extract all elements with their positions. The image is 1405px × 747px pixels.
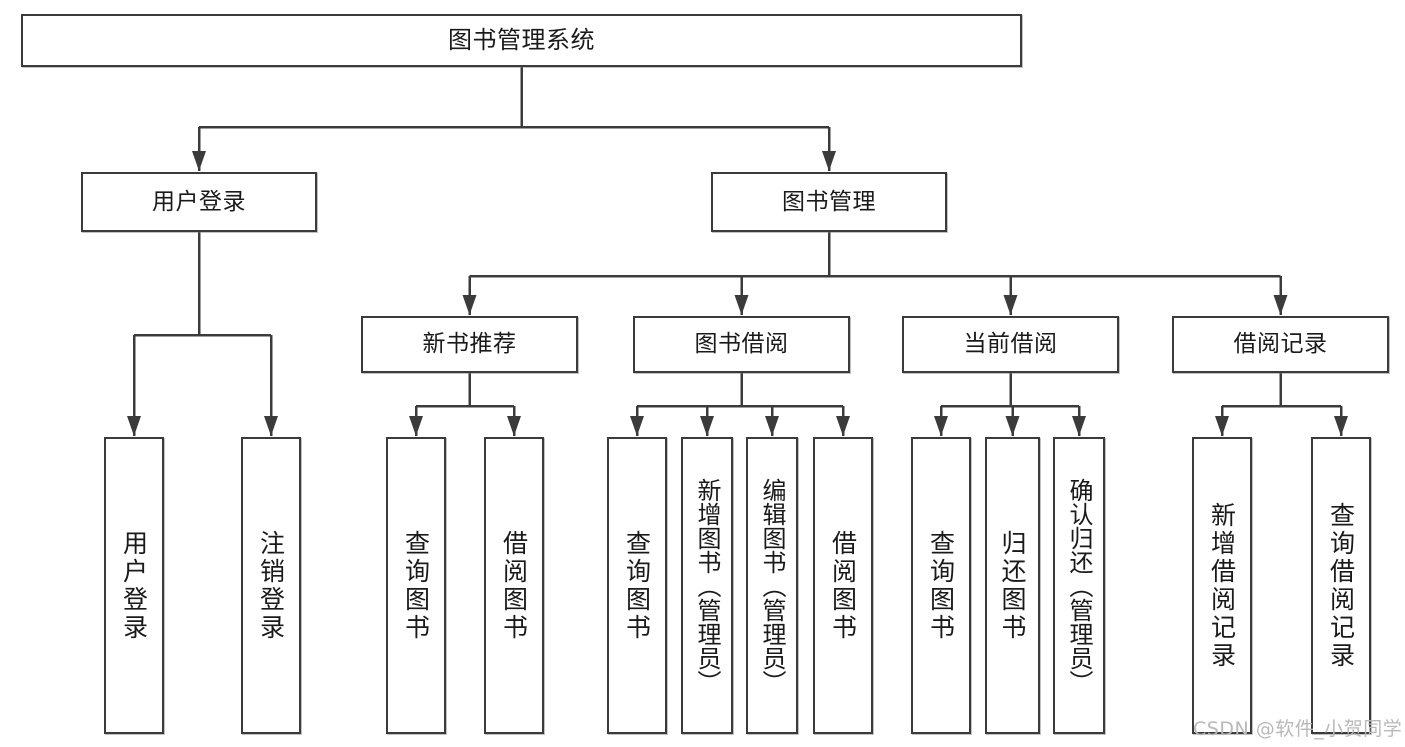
node-borrow-record-label: 借阅记录	[1233, 331, 1328, 358]
node-leaf-query-book-borrow-label: 查询图书	[622, 529, 652, 642]
node-leaf-add-book-admin[interactable]: 新增图书（管理员）	[681, 437, 733, 734]
node-leaf-borrow-book-new-label: 借阅图书	[499, 529, 529, 642]
node-leaf-query-book-current[interactable]: 查询图书	[911, 437, 971, 734]
node-leaf-borrow-book-label: 借阅图书	[828, 529, 858, 642]
node-leaf-query-borrow-record[interactable]: 查询借阅记录	[1311, 437, 1371, 734]
node-leaf-add-borrow-record-label: 新增借阅记录	[1207, 501, 1237, 670]
node-leaf-query-borrow-record-label: 查询借阅记录	[1326, 501, 1356, 670]
node-leaf-user-login[interactable]: 用户登录	[104, 437, 164, 734]
node-leaf-confirm-return-admin-label: 确认归还（管理员）	[1065, 477, 1093, 694]
node-leaf-return-book[interactable]: 归还图书	[985, 437, 1040, 734]
csdn-watermark: CSDN @软件_小贺同学	[1193, 718, 1403, 740]
node-book-management-label: 图书管理	[782, 188, 876, 215]
node-book-management[interactable]: 图书管理	[711, 172, 947, 232]
node-leaf-query-book-current-label: 查询图书	[926, 529, 956, 642]
node-leaf-confirm-return-admin[interactable]: 确认归还（管理员）	[1053, 437, 1105, 734]
node-new-book-recommend[interactable]: 新书推荐	[361, 316, 578, 373]
node-leaf-borrow-book[interactable]: 借阅图书	[813, 437, 873, 734]
node-new-book-recommend-label: 新书推荐	[422, 331, 517, 358]
node-leaf-query-book-borrow[interactable]: 查询图书	[607, 437, 667, 734]
node-leaf-borrow-book-new[interactable]: 借阅图书	[484, 437, 544, 734]
node-leaf-edit-book-admin[interactable]: 编辑图书（管理员）	[746, 437, 798, 734]
node-leaf-logout[interactable]: 注销登录	[241, 437, 301, 734]
node-current-borrow-label: 当前借阅	[963, 331, 1058, 358]
node-leaf-return-book-label: 归还图书	[998, 529, 1027, 642]
node-root-label: 图书管理系统	[448, 25, 595, 54]
node-leaf-logout-label: 注销登录	[256, 529, 286, 642]
node-leaf-query-book-new-label: 查询图书	[401, 529, 431, 642]
node-user-login-label: 用户登录	[152, 188, 246, 215]
node-leaf-edit-book-admin-label: 编辑图书（管理员）	[758, 477, 786, 694]
node-leaf-user-login-label: 用户登录	[119, 529, 149, 642]
node-book-borrow-label: 图书借阅	[694, 331, 789, 358]
node-root[interactable]: 图书管理系统	[21, 14, 1022, 67]
node-leaf-add-borrow-record[interactable]: 新增借阅记录	[1192, 437, 1252, 734]
node-leaf-query-book-new[interactable]: 查询图书	[386, 437, 446, 734]
node-current-borrow[interactable]: 当前借阅	[902, 316, 1119, 373]
node-leaf-add-book-admin-label: 新增图书（管理员）	[693, 477, 721, 694]
node-user-login[interactable]: 用户登录	[81, 172, 317, 232]
node-borrow-record[interactable]: 借阅记录	[1172, 316, 1389, 373]
node-book-borrow[interactable]: 图书借阅	[633, 316, 850, 373]
